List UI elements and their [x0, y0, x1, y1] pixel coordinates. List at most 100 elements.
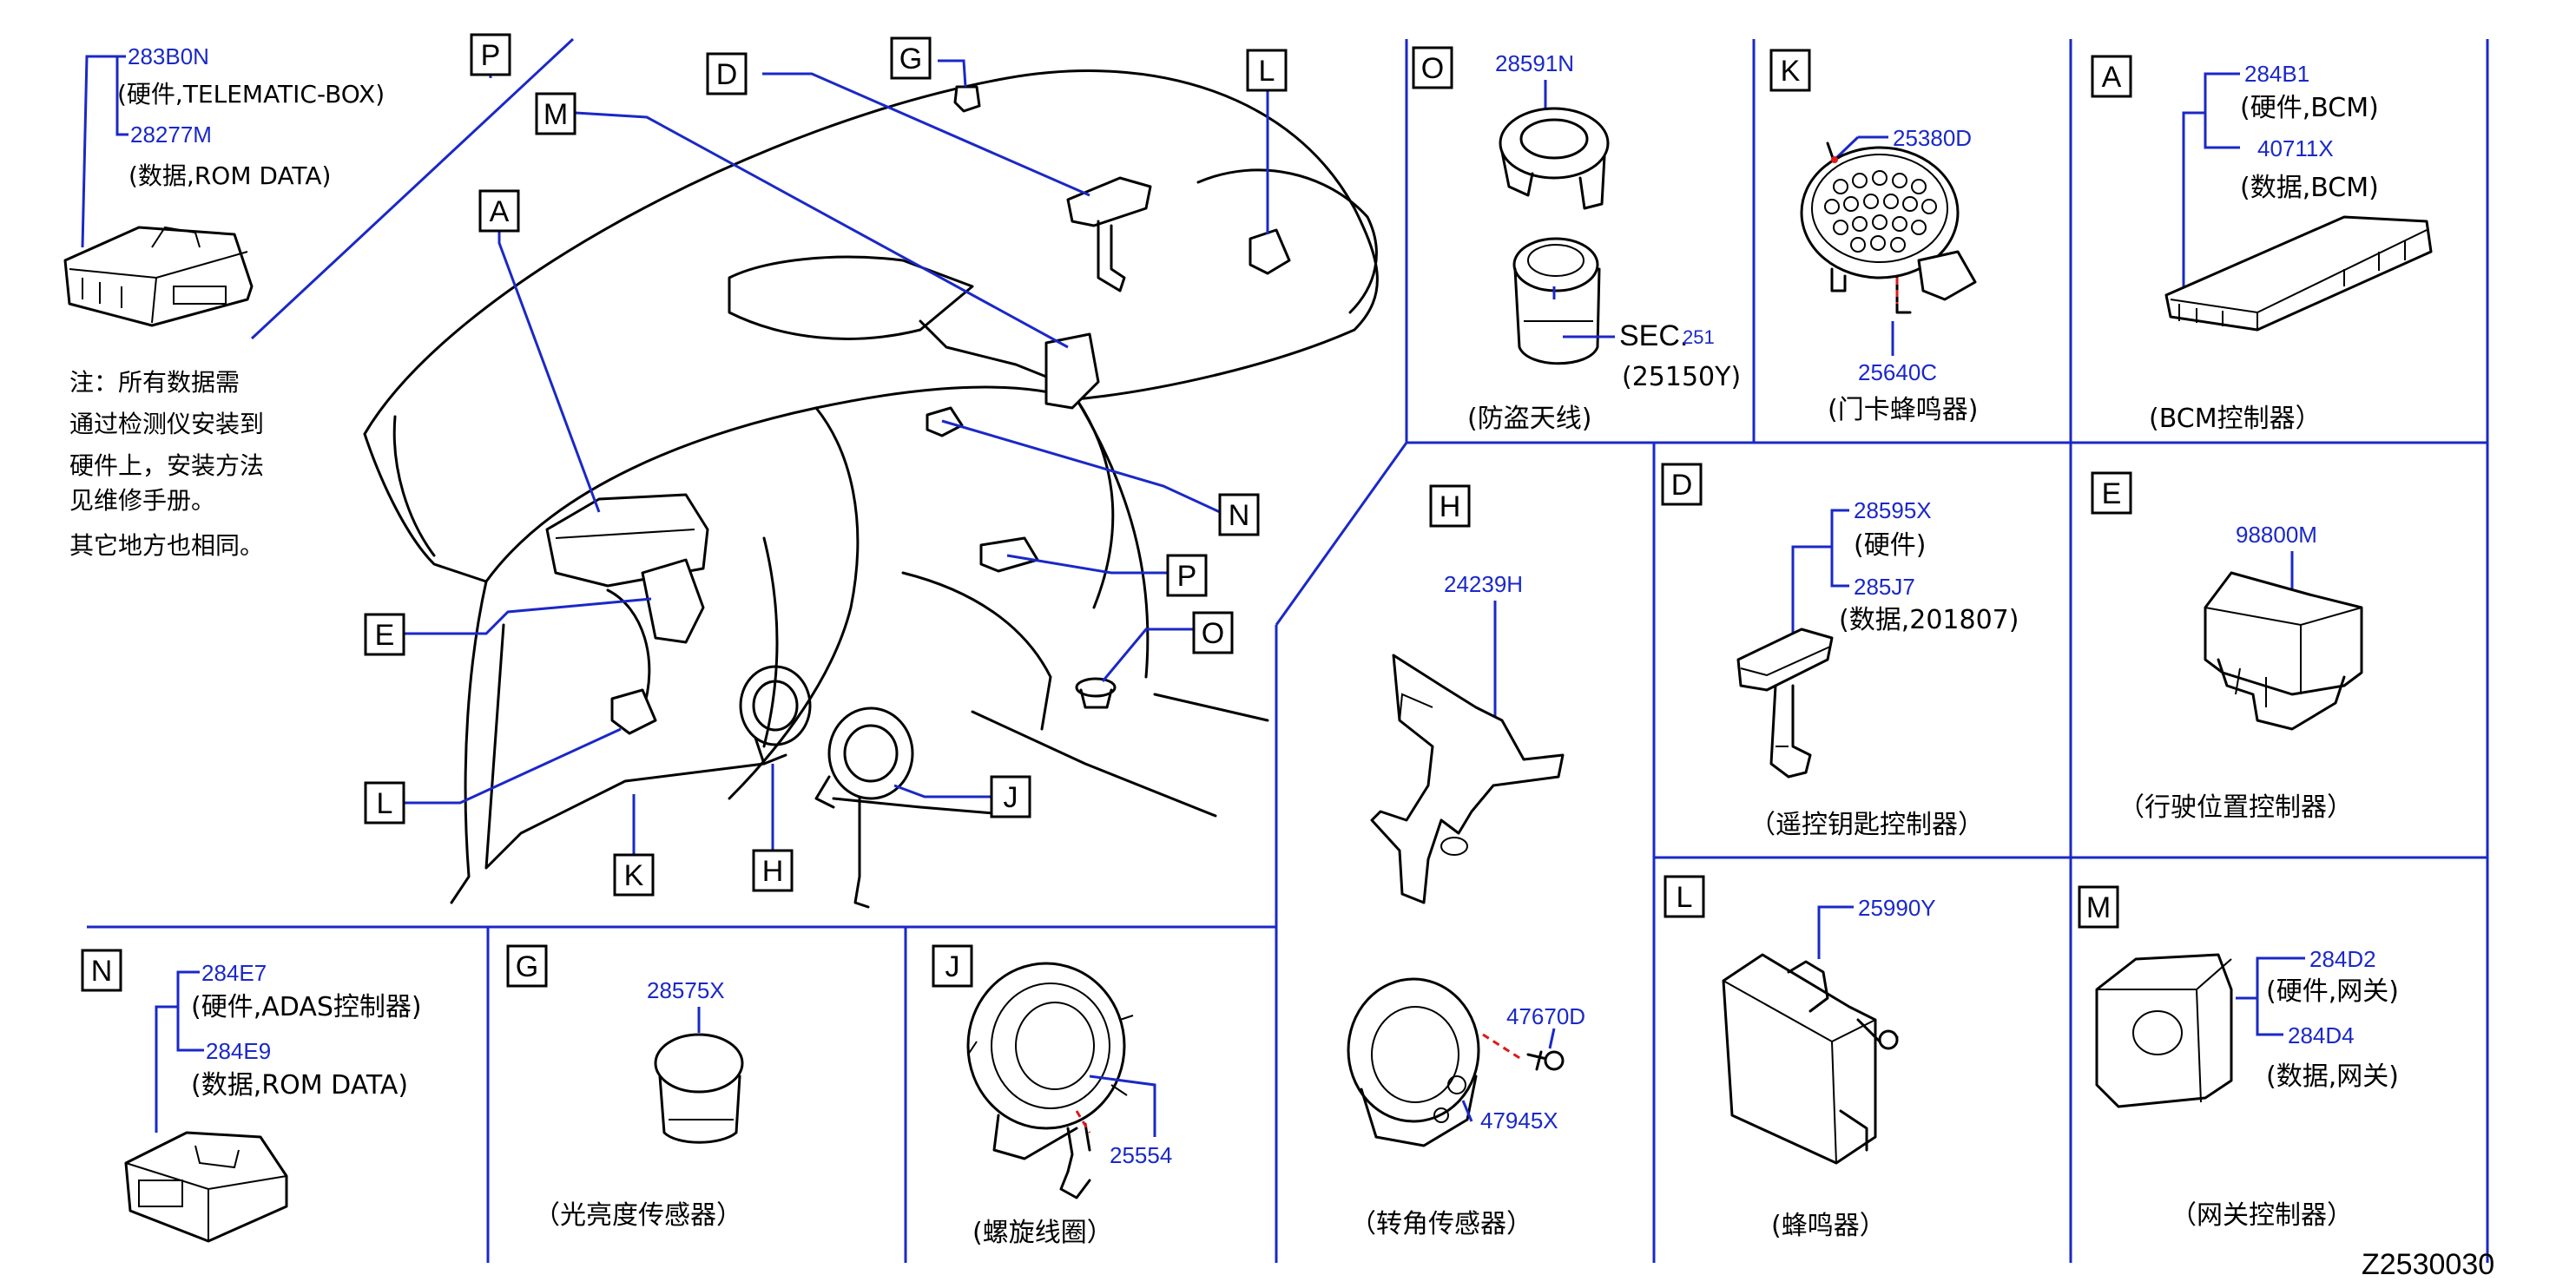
svg-text:D: D — [716, 58, 738, 91]
svg-text:O: O — [1421, 52, 1444, 85]
svg-text:(数据,BCM): (数据,BCM) — [2240, 173, 2379, 203]
svg-text:E: E — [2102, 477, 2122, 510]
svg-text:(螺旋线圈）: (螺旋线圈） — [972, 1218, 1113, 1248]
panel-dividers — [87, 37, 2489, 1263]
svg-text:284B1: 284B1 — [2244, 61, 2309, 87]
svg-text:(硬件,网关): (硬件,网关) — [2266, 976, 2399, 1007]
svg-text:285J7: 285J7 — [1854, 574, 1915, 600]
svg-text:(蜂鸣器）: (蜂鸣器） — [1771, 1211, 1886, 1241]
overview-label-e: E — [364, 613, 405, 656]
part-desc: (数据,ROM DATA) — [128, 161, 331, 190]
panel-a: A 284B1 (硬件,BCM) 40711X (数据,BCM) (BCM控制器… — [2091, 55, 2433, 434]
svg-text:284D4: 284D4 — [2288, 1022, 2355, 1048]
overview-label-j: J — [990, 775, 1031, 818]
svg-text:25380D: 25380D — [1893, 125, 1972, 151]
note-block: 注：所有数据需 通过检测仪安装到 硬件上，安装方法 见维修手册。 其它地方也相同… — [69, 368, 264, 560]
panel-l: L 25990Y (蜂鸣器） — [1664, 875, 1936, 1241]
svg-text:25554: 25554 — [1110, 1142, 1172, 1168]
panel-o: O 28591N SEC. 251 (25150Y) (防盗天线) — [1412, 46, 1741, 434]
dashboard-overview — [363, 69, 1379, 904]
svg-text:28575X: 28575X — [647, 977, 725, 1003]
svg-text:284E7: 284E7 — [201, 960, 267, 986]
part-number: 283B0N — [128, 43, 209, 69]
svg-text:其它地方也相同。: 其它地方也相同。 — [69, 531, 264, 560]
svg-text:SEC.: SEC. — [1619, 319, 1688, 352]
svg-text:（行驶位置控制器）: （行驶位置控制器） — [2118, 792, 2353, 823]
svg-text:(硬件,BCM): (硬件,BCM) — [2240, 93, 2379, 123]
svg-text:284E9: 284E9 — [206, 1038, 271, 1064]
svg-text:G: G — [899, 43, 922, 76]
svg-text:（遥控钥匙控制器）: （遥控钥匙控制器） — [1749, 810, 1984, 840]
svg-text:P: P — [1177, 560, 1197, 593]
overview-letter-boxes: P D G L M A E N P O L K H J — [364, 33, 1288, 897]
svg-text:（网关控制器）: （网关控制器） — [2171, 1200, 2353, 1231]
overview-label-p-mid: P — [1166, 554, 1208, 597]
svg-text:(硬件,ADAS控制器): (硬件,ADAS控制器) — [191, 992, 422, 1022]
panel-h: H 24239H 47670D 47945X （转角传感器） — [1347, 484, 1585, 1239]
panel-p: 283B0N (硬件,TELEMATIC-BOX) 28277M (数据,ROM… — [63, 43, 385, 327]
diagram-code: Z2530030 — [2362, 1248, 2494, 1281]
svg-text:A: A — [490, 195, 510, 228]
svg-text:(硬件): (硬件) — [1854, 530, 1926, 561]
svg-text:47670D: 47670D — [1506, 1003, 1585, 1029]
svg-text:H: H — [762, 855, 784, 888]
svg-text:N: N — [1229, 499, 1250, 532]
svg-text:(BCM控制器）: (BCM控制器） — [2149, 404, 2322, 434]
overview-label-o: O — [1192, 611, 1234, 654]
svg-text:24239H: 24239H — [1444, 571, 1523, 597]
svg-text:H: H — [1440, 490, 1461, 523]
overview-label-g: G — [890, 36, 932, 80]
svg-text:25990Y: 25990Y — [1858, 895, 1936, 921]
part-desc: (硬件,TELEMATIC-BOX) — [117, 80, 385, 108]
panel-n: N 284E7 (硬件,ADAS控制器) 284E9 (数据,ROM DATA) — [81, 949, 422, 1243]
overview-label-k: K — [613, 853, 655, 897]
svg-text:(25150Y): (25150Y) — [1622, 362, 1741, 392]
overview-label-p-top: P — [470, 33, 511, 76]
overview-leaders — [404, 48, 1269, 855]
svg-text:(数据,ROM DATA): (数据,ROM DATA) — [191, 1070, 408, 1101]
svg-text:注：所有数据需: 注：所有数据需 — [69, 368, 240, 397]
panel-m: M 284D2 (硬件,网关) 284D4 (数据,网关) （网关控制器） — [2078, 885, 2399, 1231]
svg-text:见维修手册。: 见维修手册。 — [69, 486, 215, 515]
svg-text:(防盗天线): (防盗天线) — [1467, 404, 1591, 434]
overview-label-l-top: L — [1246, 49, 1288, 92]
overview-label-h: H — [752, 849, 794, 892]
svg-text:（转角传感器）: （转角传感器） — [1350, 1209, 1532, 1239]
svg-text:O: O — [1202, 617, 1224, 650]
svg-text:M: M — [2086, 891, 2111, 924]
part-number: 28277M — [130, 122, 212, 148]
overview-label-d: D — [706, 52, 748, 95]
panel-k: K 25380D 25640C (门卡蜂鸣器) — [1769, 49, 1978, 425]
svg-text:P: P — [481, 39, 501, 72]
panel-j: J 25554 (螺旋线圈） — [932, 944, 1172, 1248]
svg-text:(门卡蜂鸣器): (门卡蜂鸣器) — [1828, 395, 1978, 425]
svg-text:G: G — [516, 950, 538, 983]
svg-text:L: L — [1259, 55, 1275, 88]
svg-text:284D2: 284D2 — [2309, 946, 2376, 972]
svg-text:28591N: 28591N — [1495, 50, 1574, 76]
svg-text:40711X: 40711X — [2257, 135, 2334, 161]
overview-components — [545, 85, 1291, 909]
panel-g: G 28575X （光亮度传感器） — [506, 944, 744, 1231]
svg-text:J: J — [945, 950, 960, 983]
overview-label-m: M — [535, 92, 576, 135]
svg-text:25640C: 25640C — [1858, 359, 1937, 385]
svg-text:J: J — [1004, 781, 1018, 814]
svg-text:A: A — [2102, 61, 2122, 94]
svg-text:98800M: 98800M — [2236, 522, 2317, 548]
svg-text:K: K — [624, 859, 644, 892]
svg-text:D: D — [1671, 469, 1693, 502]
svg-text:L: L — [1677, 881, 1693, 914]
svg-text:47945X: 47945X — [1480, 1107, 1558, 1134]
svg-text:N: N — [91, 955, 113, 988]
svg-text:L: L — [377, 787, 393, 820]
svg-text:K: K — [1781, 55, 1801, 88]
svg-text:(数据,201807): (数据,201807) — [1839, 605, 2019, 635]
svg-text:28595X: 28595X — [1854, 497, 1932, 523]
svg-text:E: E — [375, 619, 395, 652]
svg-text:251: 251 — [1683, 326, 1715, 348]
svg-text:（光亮度传感器）: （光亮度传感器） — [534, 1200, 742, 1231]
svg-text:通过检测仪安装到: 通过检测仪安装到 — [69, 410, 264, 438]
overview-label-n: N — [1218, 493, 1260, 536]
